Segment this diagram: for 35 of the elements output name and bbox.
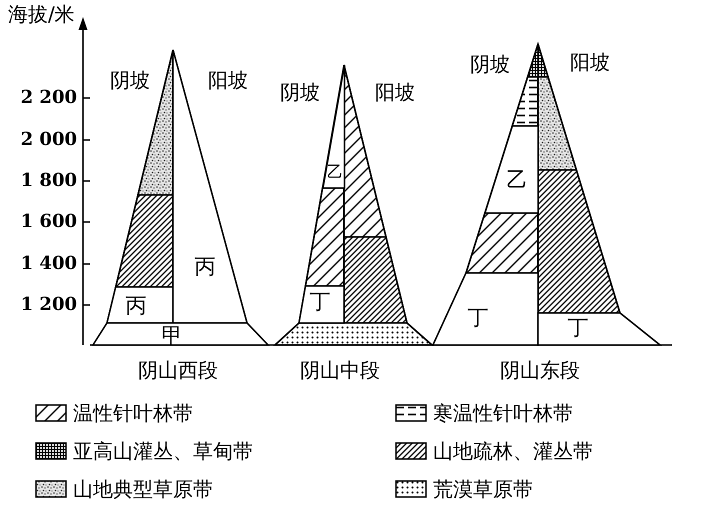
zone-letter: 丙 — [194, 256, 216, 278]
axis-tick-label: 1 200 — [20, 296, 77, 314]
zone-letter: 丁 — [468, 308, 488, 328]
axis-title: 海拔/米 — [8, 4, 75, 24]
zone-letter: 丙 — [126, 296, 146, 316]
legend-text: 寒温性针叶林带 — [433, 403, 573, 423]
vegetation-zone — [433, 273, 538, 345]
vegetation-zone — [107, 287, 173, 323]
axis-tick-label: 2 200 — [20, 89, 77, 107]
section-name: 阴山中段 — [300, 360, 380, 380]
legend-text: 山地疏林、灌丛带 — [433, 441, 593, 461]
legend-text: 温性针叶林带 — [73, 403, 193, 423]
legend-text: 荒漠草原带 — [433, 479, 533, 499]
legend-text: 山地典型草原带 — [73, 479, 213, 499]
zone-letter: 丁 — [568, 318, 588, 338]
vegetation-zone — [538, 313, 660, 345]
slope-label: 阳坡 — [375, 82, 415, 102]
zone-letter: 丁 — [310, 292, 330, 312]
slope-label: 阳坡 — [208, 70, 248, 90]
zone-letter: 甲 — [162, 326, 182, 346]
axis-tick-label: 1 800 — [20, 172, 77, 190]
section-name: 阴山西段 — [138, 360, 218, 380]
vegetation-zone — [484, 126, 538, 213]
vegetation-zone — [93, 323, 268, 345]
slope-label: 阴坡 — [110, 70, 150, 90]
slope-label: 阴坡 — [280, 82, 320, 102]
axis-tick-label: 2 000 — [20, 131, 77, 149]
axis-tick-label: 1 400 — [20, 255, 77, 273]
legend-text: 亚高山灌丛、草甸带 — [73, 441, 253, 461]
axis-tick-label: 1 600 — [20, 213, 77, 231]
zone-letter: 乙 — [506, 170, 528, 190]
zone-letter: 乙 — [326, 164, 343, 180]
section-name: 阴山东段 — [500, 360, 580, 380]
slope-label: 阴坡 — [470, 54, 510, 74]
slope-label: 阳坡 — [570, 52, 610, 72]
